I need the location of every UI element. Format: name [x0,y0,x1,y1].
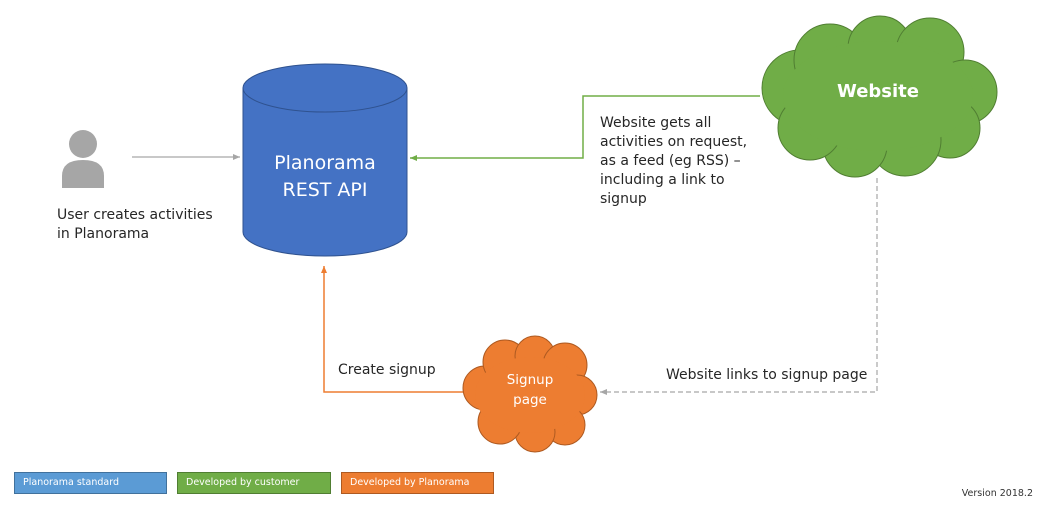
edge-website-to-api [410,95,760,161]
version-label: Version 2018.2 [961,488,1033,499]
user-label: User creates activities in Planorama [57,207,213,242]
website-cloud[interactable] [761,15,998,178]
person-icon [62,130,104,188]
legend-developed-by-customer: Developed by customer [177,472,331,494]
edge-signup-to-api [321,266,463,393]
signup-label: Signup page [506,372,554,408]
edge-website-to-api-label: Website gets all activities on request, … [600,115,748,207]
legend-planorama-standard: Planorama standard [14,472,167,494]
website-label: Website [836,81,919,102]
api-cylinder[interactable] [242,63,408,257]
edge-signup-to-api-label: Create signup [338,362,436,378]
edge-website-to-signup-label: Website links to signup page [666,367,868,383]
signup-cloud[interactable] [462,335,598,453]
api-label: Planorama REST API [274,152,376,201]
edge-website-to-signup [600,178,878,395]
legend-developed-by-planorama: Developed by Planorama [341,472,494,494]
